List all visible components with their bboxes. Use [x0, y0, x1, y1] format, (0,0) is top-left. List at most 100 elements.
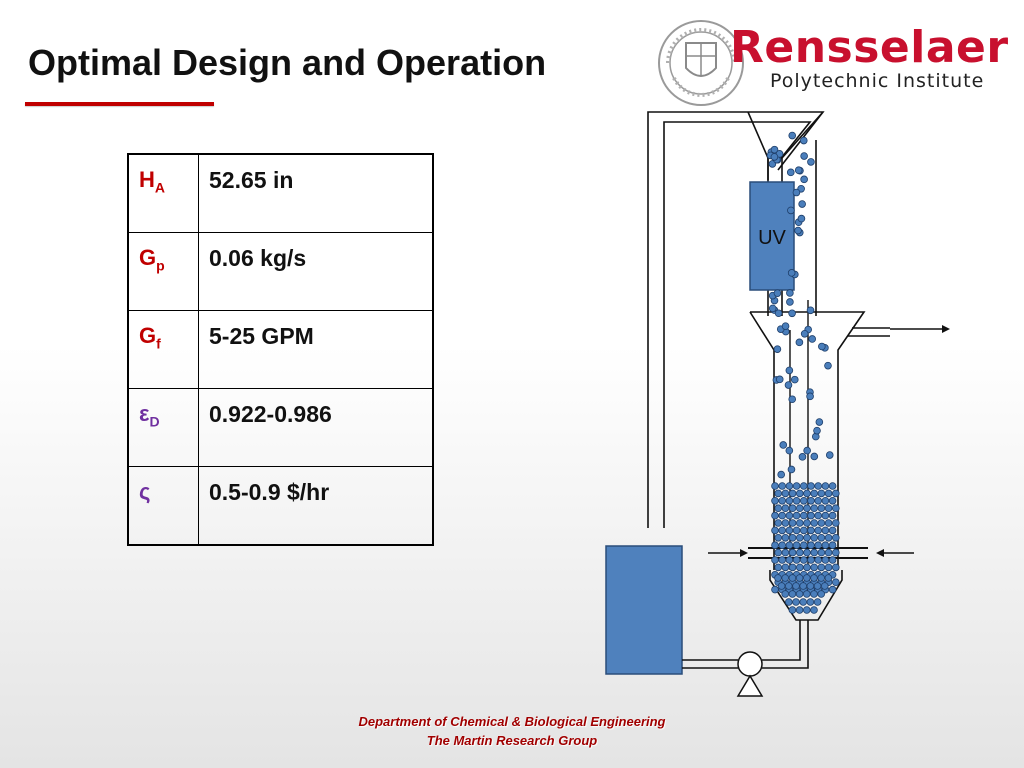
particle	[821, 582, 829, 590]
particle	[803, 548, 811, 557]
particle	[828, 496, 837, 505]
table-row: Gp 0.06 kg/s	[127, 232, 434, 311]
particle	[788, 606, 797, 614]
particle	[781, 590, 790, 598]
particle	[824, 574, 833, 582]
particle	[803, 590, 811, 598]
particle	[774, 519, 783, 527]
particle	[785, 446, 794, 455]
particle	[810, 590, 818, 598]
particle	[792, 598, 800, 606]
particle	[785, 366, 794, 375]
particle	[813, 426, 821, 435]
particle	[810, 452, 819, 461]
particle	[785, 598, 793, 606]
particle	[796, 504, 804, 513]
particle	[773, 345, 782, 353]
param-symbol: Gp	[127, 232, 199, 311]
table-row: εD 0.922-0.986	[127, 388, 434, 467]
footer-department: Department of Chemical & Biological Engi…	[358, 714, 666, 729]
particle	[796, 563, 804, 572]
particle	[785, 526, 794, 535]
conical-bottom	[769, 570, 843, 621]
brand-subtitle: Polytechnic Institute	[770, 70, 985, 92]
particle	[814, 556, 823, 564]
parameter-table: HA 52.65 in Gp 0.06 kg/s Gf 5-25 GPM εD …	[127, 153, 434, 546]
particle	[828, 541, 837, 550]
particle	[781, 519, 790, 527]
particle	[774, 504, 783, 513]
particle	[803, 519, 811, 527]
process-diagram: UV	[605, 111, 950, 697]
particle	[821, 496, 830, 505]
particle	[788, 309, 796, 318]
particle	[774, 489, 783, 498]
particle	[817, 574, 826, 582]
particle	[771, 496, 779, 505]
particle	[786, 168, 795, 177]
particle	[788, 563, 797, 572]
particle	[800, 541, 808, 550]
particle	[828, 526, 837, 535]
particle	[825, 451, 834, 459]
particle	[790, 375, 799, 384]
particle	[788, 548, 797, 557]
particle	[807, 511, 815, 520]
particle	[781, 574, 790, 582]
particle	[787, 269, 796, 277]
particle	[771, 526, 779, 535]
rensselaer-seal-icon	[658, 20, 744, 106]
brand-name: Rensselaer	[730, 22, 1009, 73]
particle	[821, 511, 830, 520]
particle	[800, 175, 808, 184]
particle	[771, 556, 779, 564]
particle	[800, 330, 809, 338]
particle	[824, 504, 833, 513]
particle	[771, 482, 779, 490]
particle	[832, 519, 840, 527]
particle	[817, 590, 826, 598]
particle	[792, 188, 801, 197]
particle	[803, 533, 811, 542]
particle	[792, 582, 800, 590]
particle	[803, 489, 811, 498]
particle	[817, 504, 826, 513]
particle	[795, 606, 804, 614]
particle	[832, 533, 840, 542]
arrow-head-icon	[740, 549, 748, 557]
particle	[803, 606, 811, 614]
particle	[795, 574, 804, 582]
particle	[788, 131, 797, 140]
table-row: ς 0.5-0.9 $/hr	[127, 466, 434, 546]
arrow-head-icon	[942, 325, 950, 333]
particle	[828, 585, 837, 594]
particle	[794, 166, 803, 174]
particle	[786, 298, 794, 306]
particle	[796, 548, 804, 557]
particle	[814, 496, 823, 505]
particle	[785, 496, 794, 505]
particle	[813, 598, 822, 606]
particle	[773, 289, 782, 297]
particle	[787, 465, 796, 474]
particle	[795, 338, 804, 347]
particle	[806, 598, 815, 606]
title-underline	[25, 102, 214, 106]
particle	[814, 511, 823, 520]
particle	[774, 574, 782, 582]
particle	[807, 541, 815, 550]
particle	[778, 526, 787, 535]
particle	[814, 526, 823, 535]
particle	[817, 489, 826, 498]
particle	[832, 548, 840, 557]
particle	[792, 541, 801, 550]
particle	[808, 335, 816, 343]
particle	[774, 309, 783, 318]
particle	[771, 585, 779, 594]
particle	[824, 533, 833, 542]
particle	[785, 541, 794, 550]
particle-group	[766, 131, 840, 614]
particle	[781, 563, 790, 572]
particle	[824, 548, 833, 557]
particle	[807, 526, 815, 535]
